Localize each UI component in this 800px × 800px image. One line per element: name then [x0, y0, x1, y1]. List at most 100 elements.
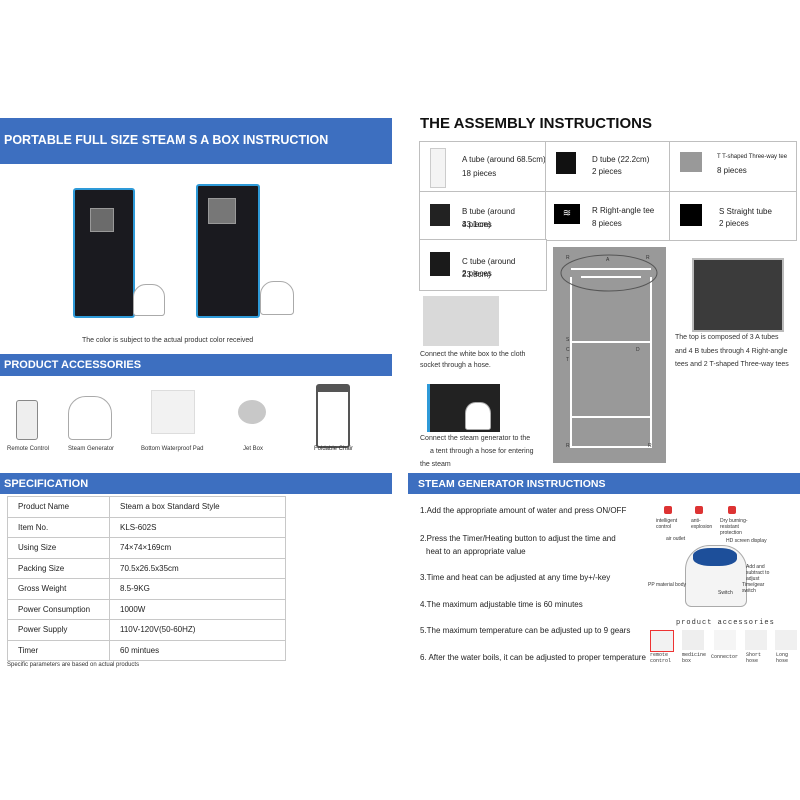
mini-label-connector: Connector [711, 654, 739, 660]
steam-generator-image-2 [260, 281, 294, 315]
tube-s-icon [680, 204, 702, 226]
spec-value: KLS-602S [109, 516, 286, 538]
table-row: Item No.KLS-602S [7, 516, 286, 538]
tube-t-count: 8 pieces [717, 166, 747, 175]
tube-a-icon [430, 148, 446, 188]
spec-key: Item No. [7, 516, 110, 538]
frame-diagram-lines [560, 254, 658, 448]
tube-cell-a: A tube (around 68.5cm) 18 pieces [419, 141, 547, 193]
accessory-label-pad: Bottom Waterproof Pad [141, 446, 204, 452]
tube-r-label: R Right-angle tee [592, 206, 655, 215]
step-2b: heat to an appropriate value [426, 547, 526, 556]
spec-value: 60 mintues [109, 639, 286, 661]
top-view-photo [692, 258, 784, 332]
tube-t-label: T T-shaped Three-way tee [717, 154, 788, 160]
tent-window-large [208, 198, 236, 224]
tube-a-label: A tube (around 68.5cm) [462, 155, 546, 164]
tube-r-count: 8 pieces [592, 219, 622, 228]
feature-dry-burn: Dry burning-resistant protection [720, 518, 748, 536]
feature-control: intelligent control [656, 518, 678, 530]
mini-accessory-remote [650, 630, 674, 652]
generator-bar: STEAM GENERATOR INSTRUCTIONS [408, 473, 800, 494]
step-5: 5.The maximum temperature can be adjuste… [420, 626, 631, 635]
mini-label-remote: remote control [650, 652, 672, 664]
spec-bar: SPECIFICATION [0, 473, 392, 494]
step-4: 4.The maximum adjustable time is 60 minu… [420, 600, 583, 609]
steam-generator-accessory [68, 396, 112, 440]
spec-key: Using Size [7, 537, 110, 559]
spec-key: Power Supply [7, 619, 110, 641]
diagram-letter-side: R [566, 443, 570, 449]
spec-value: 74×74×169cm [109, 537, 286, 559]
tube-b-icon [430, 204, 450, 226]
spec-value: 1000W [109, 598, 286, 620]
gen-label-body: PP material body [648, 582, 686, 588]
tube-cell-b: B tube (around 33.1cm) 4 pieces [419, 191, 547, 241]
generator-title: STEAM GENERATOR INSTRUCTIONS [418, 478, 606, 490]
diagram-letter-top: A [606, 257, 610, 263]
steam-generator-image [133, 284, 165, 316]
connect-gen-line-3: the steam [420, 461, 451, 468]
tube-s-label: S Straight tube [719, 207, 772, 216]
tube-cell-s: S Straight tube 2 pieces [669, 191, 797, 241]
tube-c-count: 2 pieces [462, 269, 492, 278]
tube-b-label: B tube (around 33.1cm) [462, 207, 515, 229]
accessories-bar: PRODUCT ACCESSORIES [0, 354, 392, 376]
gen-label-switch: Switch [718, 590, 733, 596]
spec-key: Packing Size [7, 557, 110, 579]
tube-cell-d: D tube (22.2cm) 2 pieces [545, 141, 671, 193]
diagram-letter-top: R [646, 255, 650, 261]
mini-accessory-connector [714, 630, 736, 650]
top-note-line-2: and 4 B tubes through 4 Right-angle [675, 348, 788, 355]
tube-d-count: 2 pieces [592, 167, 622, 176]
tube-b-count: 4 pieces [462, 220, 492, 229]
diagram-letter-side: D [636, 347, 640, 353]
color-note: The color is subject to the actual produ… [82, 337, 254, 344]
spec-key: Timer [7, 639, 110, 661]
top-note-line-3: tees and 2 T-shaped Three-way tees [675, 361, 789, 368]
tube-cell-t: T T-shaped Three-way tee 8 pieces [669, 141, 797, 193]
diagram-letter-side: C [566, 347, 570, 353]
generator-photo-small [465, 402, 491, 430]
diagram-letter-top: R [566, 255, 570, 261]
tube-cell-c: C tube (around 23.8cm) 2 pieces [419, 239, 547, 291]
gen-label-adjust: Add and subtract to adjust [746, 564, 770, 582]
connect-gen-line-2: a tent through a hose for entering [430, 448, 534, 455]
feature-icon-dry-burn [728, 506, 736, 514]
tube-a-count: 18 pieces [462, 169, 497, 178]
accessories-title: PRODUCT ACCESSORIES [4, 359, 142, 371]
mini-label-short-hose: Short hose [746, 652, 762, 664]
step-2: 2.Press the Timer/Heating button to adju… [420, 534, 616, 543]
feature-explosion: anti-explosion [691, 518, 713, 530]
spec-value: 70.5x26.5x35cm [109, 557, 286, 579]
tube-d-icon [556, 152, 576, 174]
diagram-letter-side: R [648, 443, 652, 449]
feature-icon-explosion [695, 506, 703, 514]
step-1: 1.Add the appropriate amount of water an… [420, 506, 627, 515]
white-box-photo [423, 296, 499, 346]
accessory-label-chair: Foldable Chair [314, 446, 354, 452]
mini-label-box: medicine box [682, 652, 707, 664]
gen-label-screen: HD screen display [726, 538, 767, 544]
tube-c-label: C tube (around 23.8cm) [462, 257, 516, 279]
feature-icon-control [664, 506, 672, 514]
diagram-letter-side: S [566, 337, 570, 343]
top-note-line-1: The top is composed of 3 A tubes [675, 334, 779, 341]
spec-value: 110V-120V(50-60HZ) [109, 619, 286, 641]
left-title-bar: PORTABLE FULL SIZE STEAM S A BOX INSTRUC… [0, 118, 392, 164]
mini-accessory-box [682, 630, 704, 650]
spec-key: Power Consumption [7, 598, 110, 620]
tube-d-label: D tube (22.2cm) [592, 155, 650, 164]
mini-accessories-title: product accessories [676, 619, 775, 627]
gen-label-outlet: air outlet [666, 536, 686, 542]
connect-box-text: Connect the white box to the cloth socke… [420, 351, 526, 369]
step-6: 6. After the water boils, it can be adju… [420, 653, 646, 662]
gen-label-switch-gear: Time/gear switch [742, 582, 765, 594]
mini-accessory-long-hose [775, 630, 797, 650]
